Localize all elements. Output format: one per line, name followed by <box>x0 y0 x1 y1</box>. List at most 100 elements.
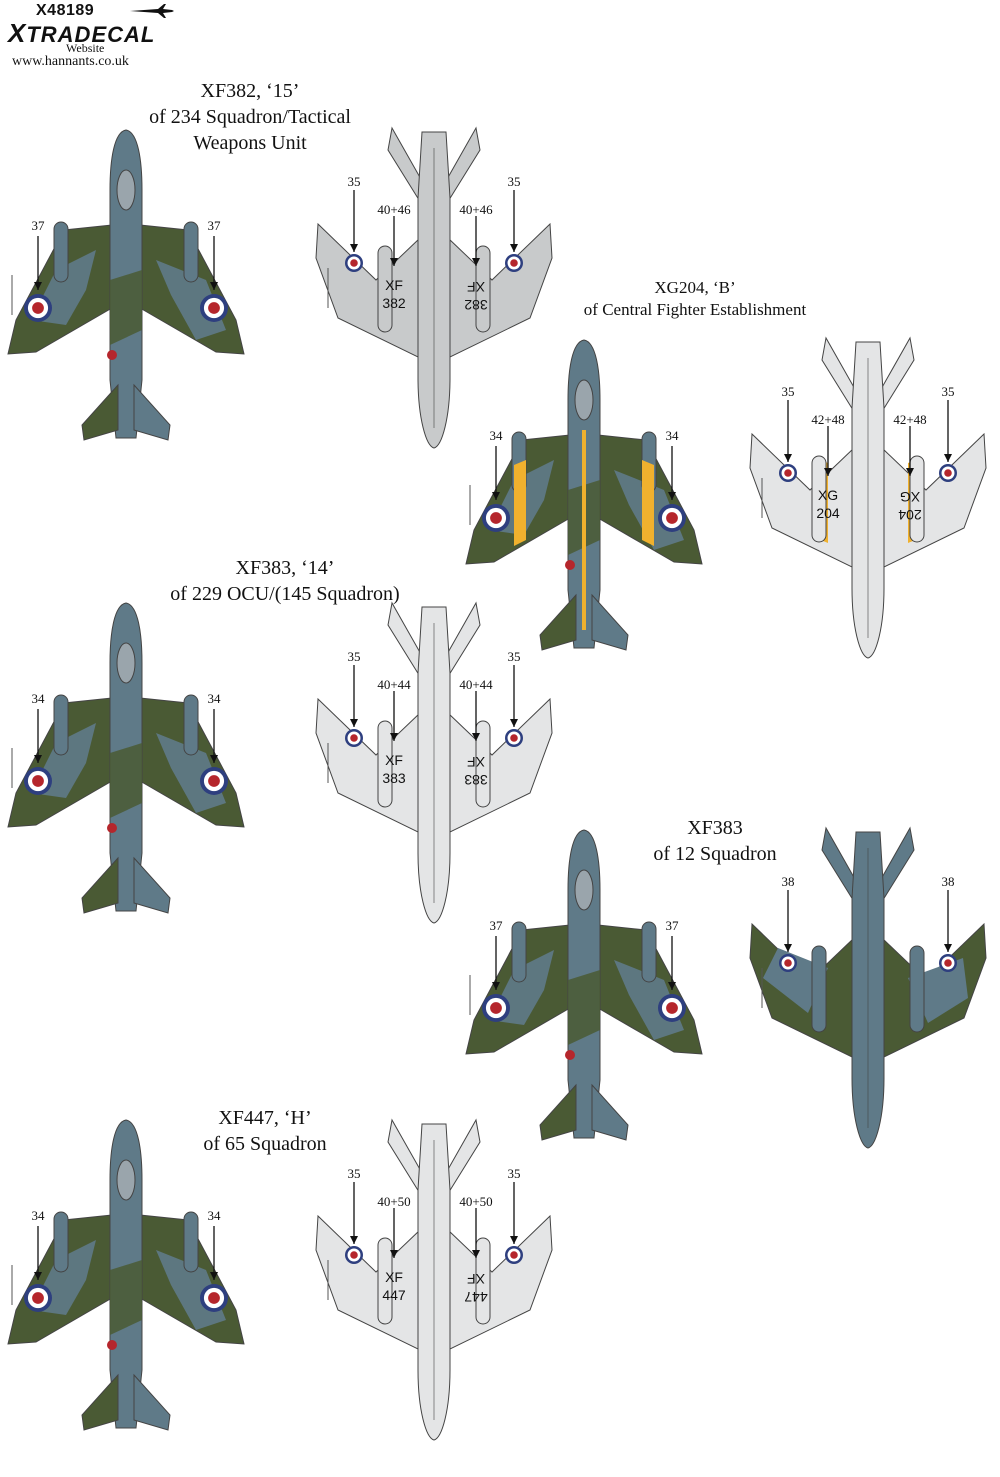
left-tailplane <box>539 593 577 651</box>
callout-right-roundel: 34 <box>208 1208 222 1223</box>
right-tailplane <box>133 383 171 441</box>
left-wing <box>749 432 855 569</box>
right-drop-tank <box>909 455 925 543</box>
callout-outer-left: 35 <box>348 649 361 664</box>
left-drop-tank <box>511 921 527 983</box>
left-drop-tank <box>811 455 827 543</box>
fuselage-roundel <box>107 350 117 360</box>
serial-right-prefix: XF <box>467 1271 485 1287</box>
right-drop-tank <box>475 245 491 333</box>
website-label: Website <box>66 41 105 55</box>
right-drop-tank <box>641 921 657 983</box>
canopy <box>116 1159 136 1201</box>
serial-right-prefix: XF <box>467 279 485 295</box>
callout-outer-right: 35 <box>508 649 521 664</box>
left-drop-tank <box>377 245 393 333</box>
spine-stripe <box>582 430 586 630</box>
right-drop-tank <box>475 720 491 808</box>
right-drop-tank <box>475 1237 491 1325</box>
fuselage-roundel <box>107 823 117 833</box>
callout-inner-left: 40+50 <box>377 1194 410 1209</box>
fuselage-roundel <box>565 1050 575 1060</box>
callout-outer-right: 35 <box>942 384 955 399</box>
aircraft-xf383-12-under: 38 38 <box>749 826 987 1149</box>
serial-left-number: 204 <box>816 505 840 521</box>
callout-outer-left: 35 <box>348 174 361 189</box>
left-drop-tank <box>53 221 69 283</box>
left-drop-tank <box>377 720 393 808</box>
serial-left-number: 447 <box>382 1287 406 1303</box>
brand-name: XTRADECAL <box>8 18 156 48</box>
callout-left-roundel: 37 <box>490 918 504 933</box>
callout-inner-left: 42+48 <box>811 412 844 427</box>
callout-right-roundel: 37 <box>208 218 222 233</box>
left-wing <box>315 222 421 359</box>
right-tailplane <box>591 593 629 651</box>
left-drop-tank <box>53 694 69 756</box>
caption-xf382: XF382, ‘15’ of 234 Squadron/Tactical Wea… <box>149 80 351 154</box>
canopy <box>116 642 136 684</box>
left-tailplane <box>539 1083 577 1141</box>
right-drop-tank <box>183 1211 199 1273</box>
callout-outer-left: 35 <box>348 1166 361 1181</box>
aircraft-xf382-top: 37 37 <box>7 129 245 441</box>
callout-left-roundel: 34 <box>32 691 46 706</box>
canopy <box>574 379 594 421</box>
left-drop-tank <box>811 945 827 1033</box>
callout-outer-right: 38 <box>942 874 955 889</box>
right-drop-tank <box>183 694 199 756</box>
callout-left-roundel: 37 <box>32 218 46 233</box>
callout-outer-right: 35 <box>508 174 521 189</box>
left-tailplane <box>81 856 119 914</box>
serial-right-number: 447 <box>464 1289 488 1305</box>
left-tailplane <box>81 1373 119 1431</box>
header-logo: X48189 XTRADECAL Website www.hannants.co… <box>8 2 178 72</box>
callout-left-roundel: 34 <box>490 428 504 443</box>
serial-left-number: 382 <box>382 295 406 311</box>
left-wing <box>315 1214 421 1351</box>
right-tailplane <box>133 1373 171 1431</box>
jet-silhouette-icon <box>130 4 174 18</box>
left-wing <box>315 697 421 834</box>
aircraft-xf383-14-top: 34 34 <box>7 602 245 914</box>
caption-xf383-14: XF383, ‘14’ of 229 OCU/(145 Squadron) <box>170 557 400 605</box>
callout-outer-left: 38 <box>782 874 795 889</box>
callout-left-roundel: 34 <box>32 1208 46 1223</box>
canopy <box>574 869 594 911</box>
serial-left-prefix: XF <box>385 1269 403 1285</box>
right-wing <box>881 432 987 569</box>
right-drop-tank <box>183 221 199 283</box>
right-tailplane <box>591 1083 629 1141</box>
website-url[interactable]: www.hannants.co.uk <box>12 54 129 69</box>
callout-inner-right: 40+50 <box>459 1194 492 1209</box>
serial-left-prefix: XF <box>385 277 403 293</box>
callout-right-roundel: 37 <box>666 918 680 933</box>
callout-right-roundel: 34 <box>208 691 222 706</box>
left-drop-tank <box>377 1237 393 1325</box>
right-drop-tank <box>909 945 925 1033</box>
serial-right-number: 383 <box>464 772 488 788</box>
right-wing <box>447 697 553 834</box>
right-wing <box>447 1214 553 1351</box>
product-code: X48189 <box>36 2 95 19</box>
canopy <box>116 169 136 211</box>
fuselage-roundel <box>565 560 575 570</box>
right-tailplane <box>133 856 171 914</box>
callout-inner-right: 42+48 <box>893 412 926 427</box>
callout-inner-left: 40+44 <box>377 677 411 692</box>
right-wing-stripe <box>642 460 654 546</box>
fuselage-roundel <box>107 1340 117 1350</box>
left-wing-stripe <box>514 460 526 546</box>
serial-right-number: 382 <box>464 297 488 313</box>
caption-xg204: XG204, ‘B’ of Central Fighter Establishm… <box>583 278 807 319</box>
callout-outer-right: 35 <box>508 1166 521 1181</box>
serial-right-number: 204 <box>898 507 922 523</box>
callout-inner-right: 40+44 <box>459 677 493 692</box>
serial-right-prefix: XG <box>900 489 920 505</box>
